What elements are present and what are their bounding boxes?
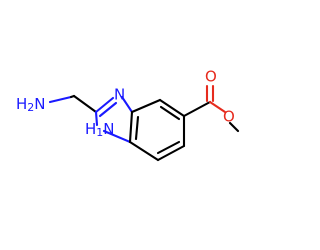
bond-c-o-single <box>208 100 227 114</box>
atom-n1-label: H1N <box>85 120 115 140</box>
bond-c3a-c7a <box>128 110 134 144</box>
bond-c4-c5 <box>158 98 186 118</box>
atom-n3-label: N <box>114 86 125 104</box>
atom-ester-o-label: O <box>223 108 235 126</box>
amine-n: N <box>34 95 45 113</box>
nh-h: H <box>85 120 96 138</box>
structure-canvas: H2N N H1N O O <box>16 68 240 162</box>
bond-c2-n3 <box>94 96 115 114</box>
bond-o-ch3 <box>228 121 240 133</box>
atom-carbonyl-o-label: O <box>205 68 217 86</box>
amine-subscript: 2 <box>27 101 34 114</box>
amine-h: H <box>16 95 27 113</box>
bond-c3a-c7a-inner <box>134 115 140 141</box>
bond-c3a-c4 <box>130 98 162 114</box>
atom-label-layer: H2N N H1N O O <box>16 68 235 140</box>
bond-c2-n3-double <box>98 101 118 118</box>
bond-n1-c7a <box>102 129 132 144</box>
bond-ch2-c2 <box>72 94 98 114</box>
bond-layer <box>48 84 240 162</box>
bond-c2-n1 <box>94 110 99 127</box>
bond-c6-c7 <box>156 144 186 162</box>
nh-subscript: 1 <box>96 126 103 139</box>
nh-n: N <box>103 120 114 138</box>
bond-c5-ccarbonyl <box>182 100 212 118</box>
bond-n3-c3a <box>120 95 134 114</box>
bond-ch2-nh2 <box>48 95 73 104</box>
bond-c4-c5-double <box>159 105 181 121</box>
bond-c7-c7a <box>128 140 160 162</box>
atom-amine-label: H2N <box>16 95 46 115</box>
bond-c6-c7-double <box>156 140 181 155</box>
